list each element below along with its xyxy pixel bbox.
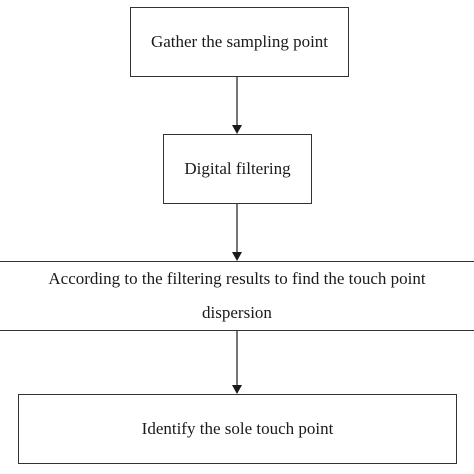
step-find-touch-point-dispersion: According to the filtering results to fi… — [0, 261, 474, 331]
step-digital-filtering: Digital filtering — [163, 134, 312, 204]
step-identify-sole-touch-point: Identify the sole touch point — [18, 394, 457, 464]
step-label: Gather the sampling point — [150, 32, 329, 51]
arrow-step2-to-step3 — [232, 204, 242, 261]
step-label: According to the filtering results to fi… — [48, 269, 426, 322]
step-label: Digital filtering — [184, 159, 291, 178]
arrow-step1-to-step2 — [232, 77, 242, 134]
arrow-step3-to-step4 — [232, 331, 242, 394]
step-gather-sampling-point: Gather the sampling point — [130, 7, 349, 77]
step-label: Identify the sole touch point — [141, 419, 334, 438]
